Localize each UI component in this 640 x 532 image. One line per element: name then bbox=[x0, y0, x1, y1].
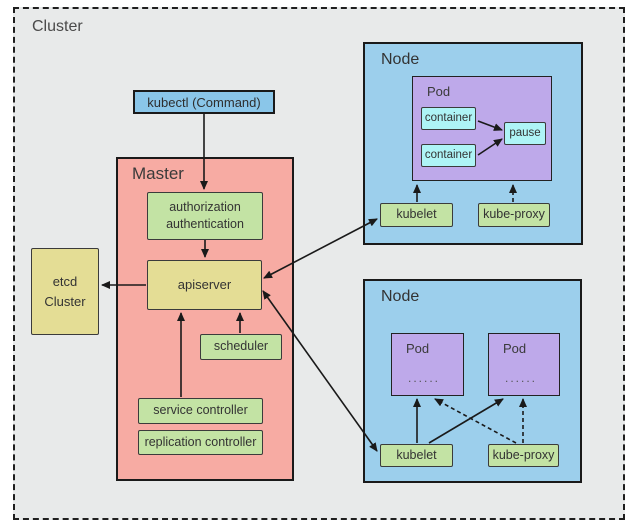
etcd-cluster-label: etcd Cluster bbox=[44, 274, 86, 309]
node2-kube-proxy-box: kube-proxy bbox=[488, 444, 559, 467]
pause-box: pause bbox=[504, 122, 546, 145]
container1-box: container bbox=[421, 107, 476, 130]
kubectl-command-box: kubectl (Command) bbox=[133, 90, 275, 114]
container2-box: container bbox=[421, 144, 476, 167]
node1-label: Node bbox=[381, 51, 420, 68]
container2-label: container bbox=[424, 149, 473, 162]
authorization-authentication-box: authorization authentication bbox=[147, 192, 263, 240]
node2-pod1-label: Pod bbox=[406, 341, 430, 356]
authorization-authentication-label: authorization authentication bbox=[166, 199, 244, 232]
node1-pod-box: Pod container container pause bbox=[412, 76, 552, 181]
kubectl-label: kubectl (Command) bbox=[147, 94, 261, 110]
master-box: Master authorization authentication apis… bbox=[116, 157, 294, 481]
node1-pod-label: Pod bbox=[427, 84, 451, 99]
node2-box: Node Pod ...... Pod ...... kubelet kube-… bbox=[363, 279, 582, 483]
node2-pod1-dots: ...... bbox=[408, 371, 441, 385]
service-controller-box: service controller bbox=[138, 398, 263, 424]
master-label: Master bbox=[132, 164, 184, 183]
replication-controller-box: replication controller bbox=[138, 430, 263, 455]
apiserver-box: apiserver bbox=[147, 260, 262, 310]
etcd-cluster-box: etcd Cluster bbox=[31, 248, 99, 335]
apiserver-label: apiserver bbox=[177, 276, 232, 292]
service-controller-label: service controller bbox=[153, 403, 248, 418]
node2-pod2-label: Pod bbox=[503, 341, 527, 356]
node1-kube-proxy-box: kube-proxy bbox=[478, 203, 550, 227]
node1-box: Node Pod container container pause kubel… bbox=[363, 42, 583, 245]
node2-kubelet-box: kubelet bbox=[380, 444, 453, 467]
cluster-label: Cluster bbox=[32, 18, 83, 35]
scheduler-box: scheduler bbox=[200, 334, 282, 360]
scheduler-label: scheduler bbox=[213, 339, 269, 354]
node2-pod2-box: Pod ...... bbox=[488, 333, 560, 396]
node1-kubelet-label: kubelet bbox=[396, 207, 437, 222]
node2-kube-proxy-label: kube-proxy bbox=[492, 447, 555, 462]
node2-pod1-box: Pod ...... bbox=[391, 333, 464, 396]
container1-label: container bbox=[424, 112, 473, 125]
node2-label: Node bbox=[381, 288, 420, 305]
pause-label: pause bbox=[509, 127, 541, 140]
replication-controller-label: replication controller bbox=[144, 434, 257, 449]
node1-kube-proxy-label: kube-proxy bbox=[483, 207, 545, 222]
node2-kubelet-label: kubelet bbox=[396, 447, 437, 462]
node1-kubelet-box: kubelet bbox=[380, 203, 453, 227]
node2-pod2-dots: ...... bbox=[505, 371, 538, 385]
